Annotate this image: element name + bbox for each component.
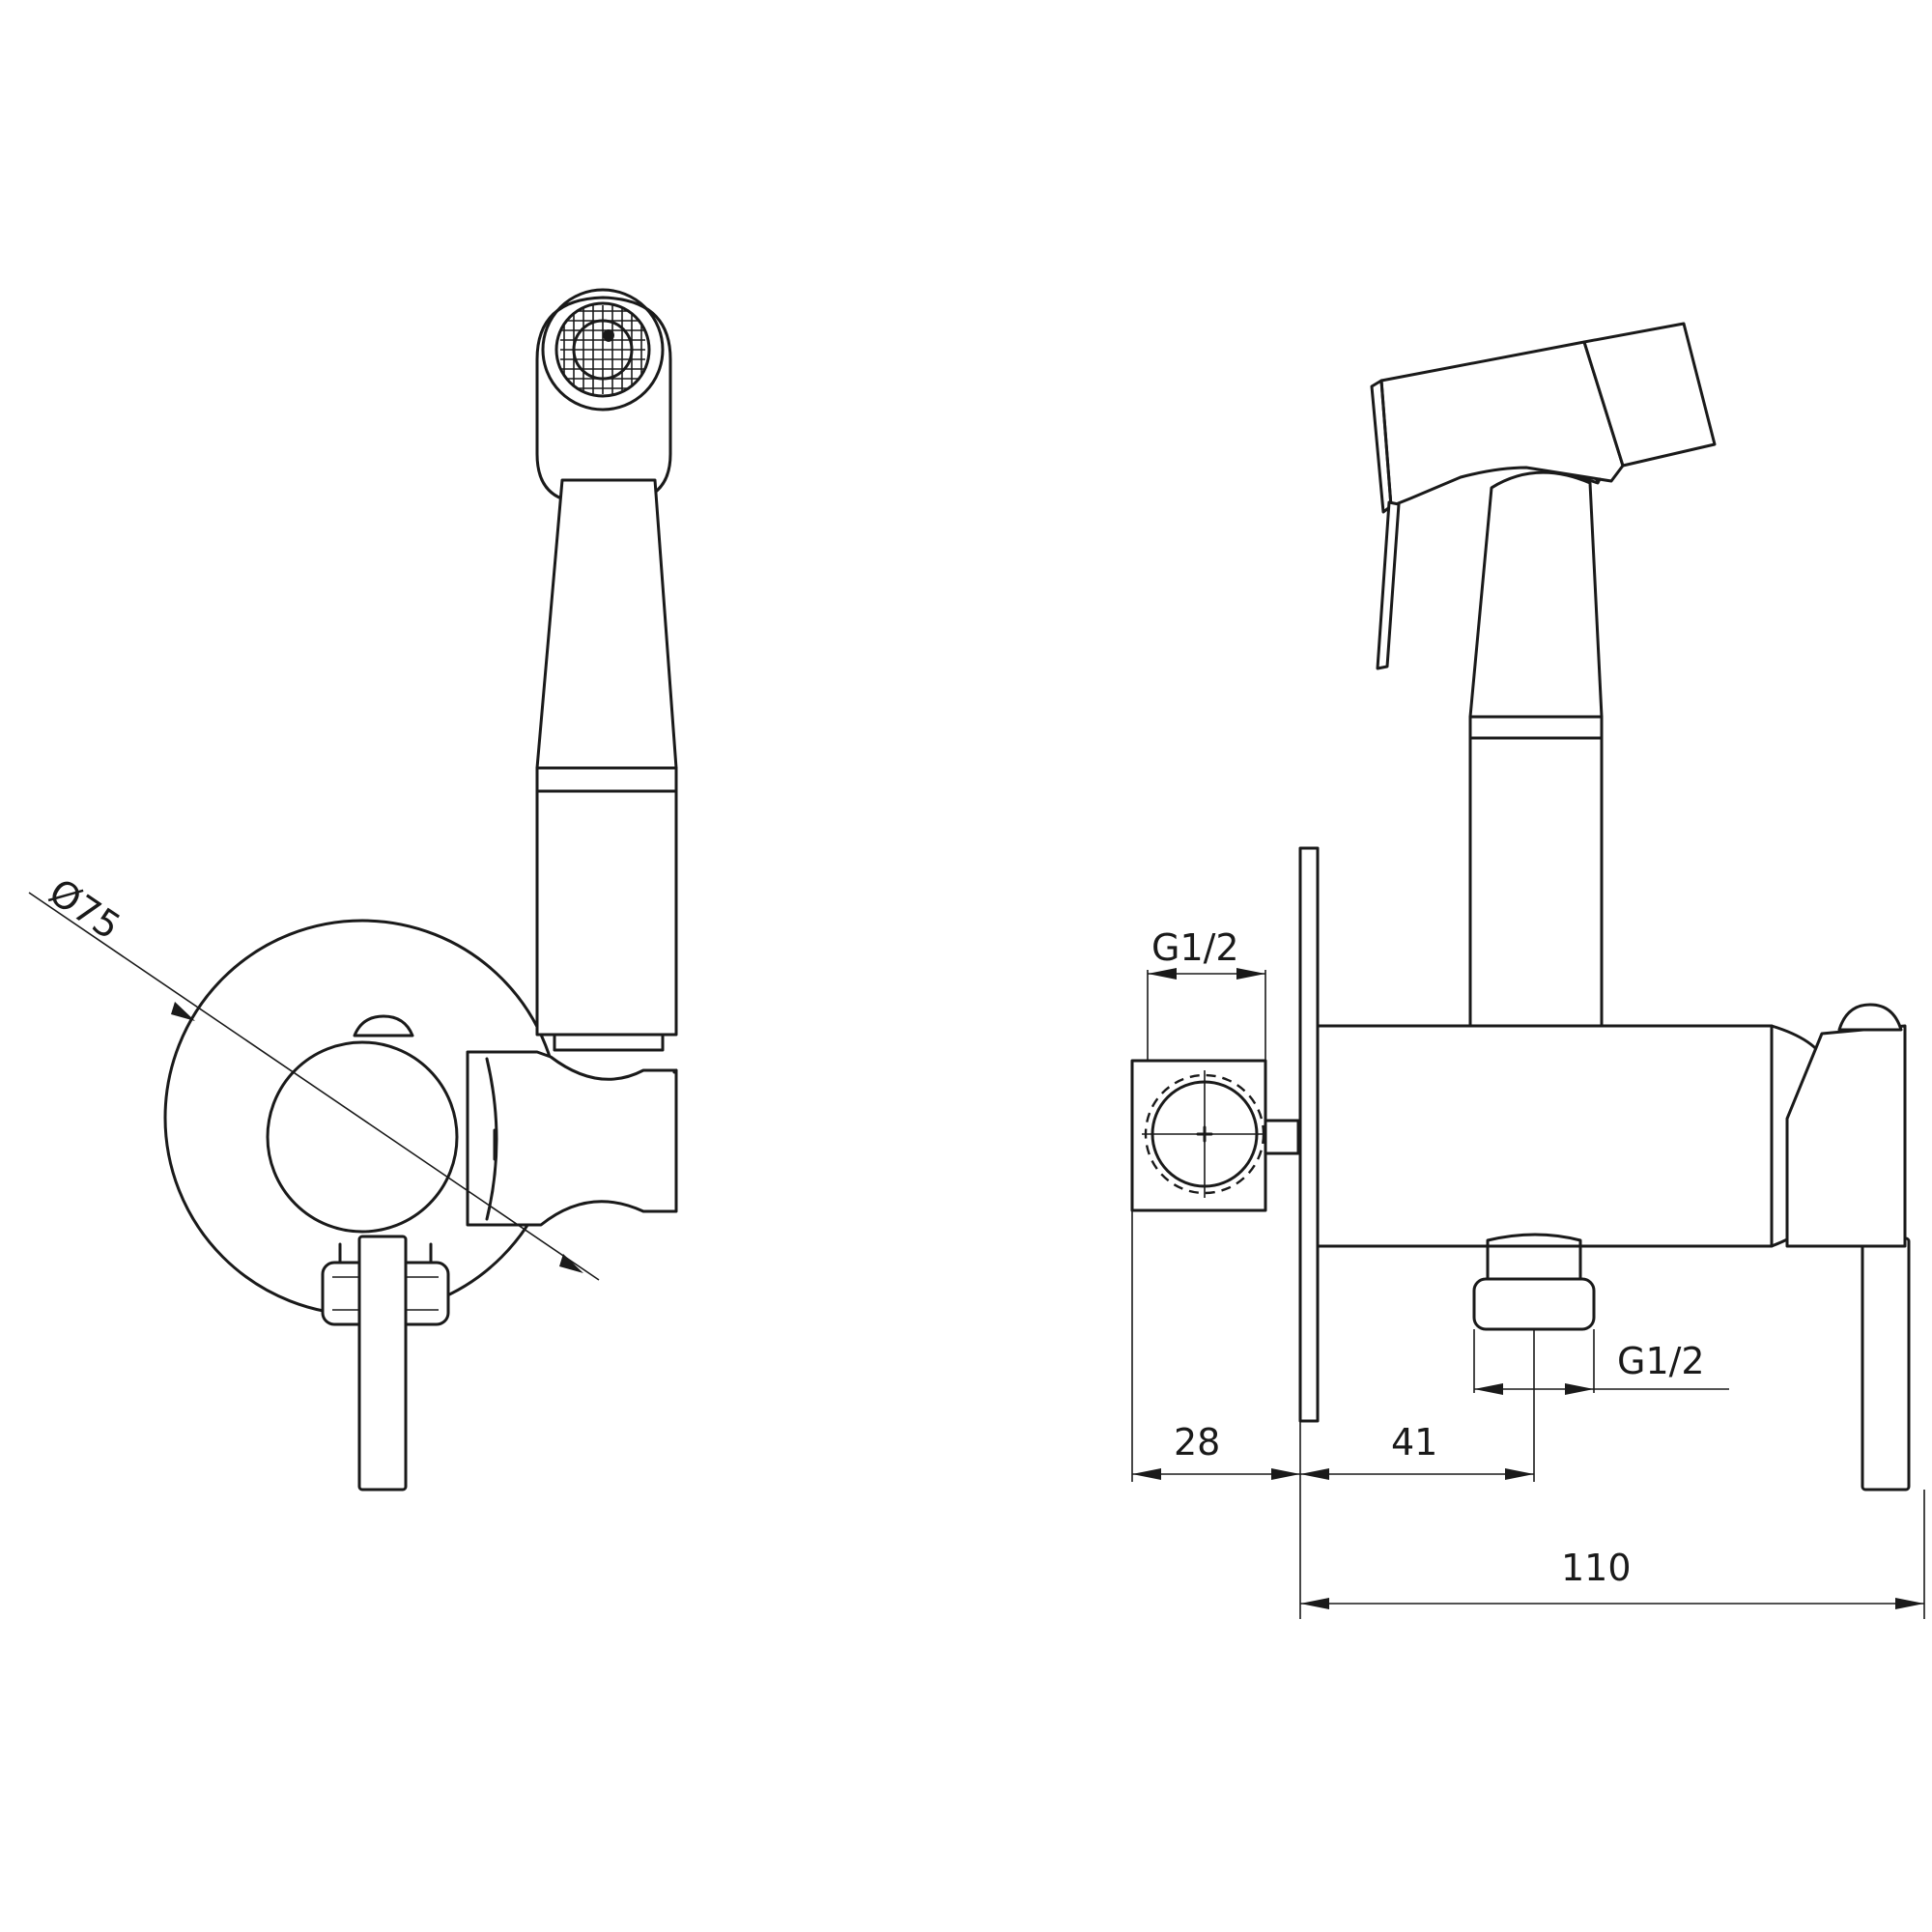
projection-label: 110: [1561, 1547, 1632, 1589]
concealed-box: [1130, 1059, 1267, 1212]
front-view: Ø75: [28, 288, 678, 1492]
outlet-thread-label: G1/2: [1617, 1340, 1705, 1382]
wall-plate-side: [1298, 846, 1320, 1423]
spindle: [1264, 1119, 1300, 1155]
diameter-label: Ø75: [42, 870, 128, 948]
valve-knob: [266, 1014, 459, 1234]
dimensions-side: G1/2 G1/2 28 41 110: [1131, 926, 1925, 1619]
hand-shower-body-side: [1468, 470, 1604, 1028]
hand-shower-body: [535, 478, 678, 1052]
outlet-offset-label: 41: [1391, 1421, 1437, 1463]
lever-handle-side: [1861, 1236, 1911, 1492]
valve-body-side: [1316, 1003, 1907, 1248]
lever-handle: [357, 1235, 408, 1492]
shower-head: [535, 288, 672, 504]
depth-label: 28: [1174, 1421, 1220, 1463]
shower-head-side: [1370, 322, 1717, 670]
inlet-thread-label: G1/2: [1151, 926, 1239, 969]
spray-nozzle-holes: [603, 329, 614, 342]
shower-holder: [466, 1050, 678, 1227]
side-view: G1/2 G1/2 28 41 110: [1130, 322, 1925, 1619]
outlet-connector: [1472, 1233, 1596, 1331]
